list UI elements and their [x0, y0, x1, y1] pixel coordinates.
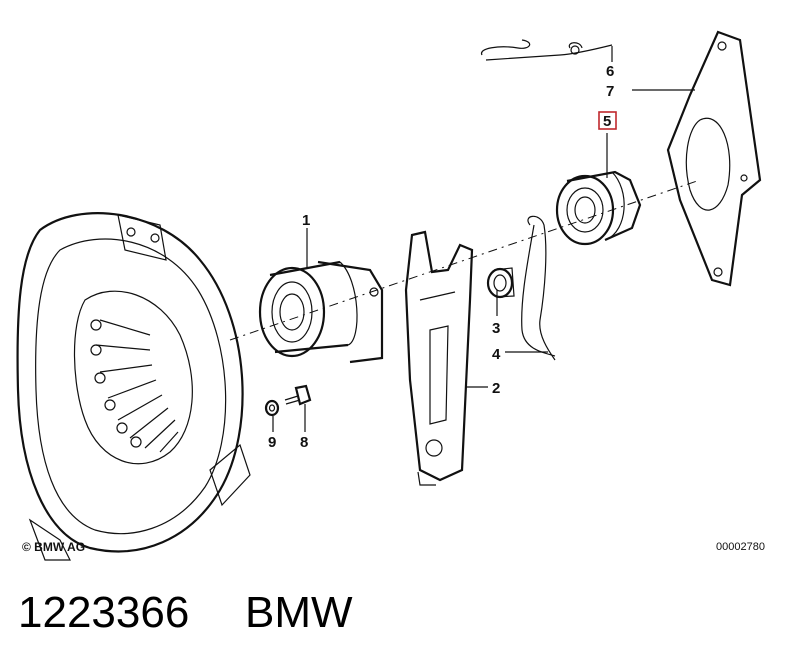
callout-5: 5	[603, 113, 611, 130]
exploded-parts-diagram: 1 2 3 4 5 6 7 8 9	[16, 30, 762, 561]
release-fork	[404, 230, 474, 486]
caption: 1223366 BMW	[0, 588, 799, 648]
brand-name: BMW	[245, 588, 353, 637]
guide-bracket-plate	[666, 30, 762, 287]
callout-1: 1	[302, 212, 310, 229]
callout-4: 4	[492, 346, 501, 363]
bolt	[284, 384, 312, 406]
retaining-clip	[481, 39, 613, 61]
callout-6: 6	[606, 63, 614, 80]
leader-lines	[272, 46, 695, 432]
callout-8: 8	[300, 434, 308, 451]
spring-clip	[521, 215, 556, 361]
part-number: 1223366	[18, 588, 190, 637]
release-bearing-sleeve	[555, 170, 642, 246]
diagram-code: 00002780	[716, 541, 765, 553]
copyright-notice: © BMW AG	[22, 540, 86, 554]
pivot-bushing	[486, 267, 515, 299]
callout-9: 9	[268, 434, 276, 451]
clutch-pressure-plate	[16, 212, 251, 561]
callout-2: 2	[492, 380, 500, 397]
assembly-axis-line	[229, 179, 701, 341]
callout-7: 7	[606, 83, 614, 100]
callout-3: 3	[492, 320, 500, 337]
callout-5-highlight-box	[598, 111, 617, 130]
washer	[264, 399, 280, 417]
release-bearing-housing	[258, 260, 384, 364]
